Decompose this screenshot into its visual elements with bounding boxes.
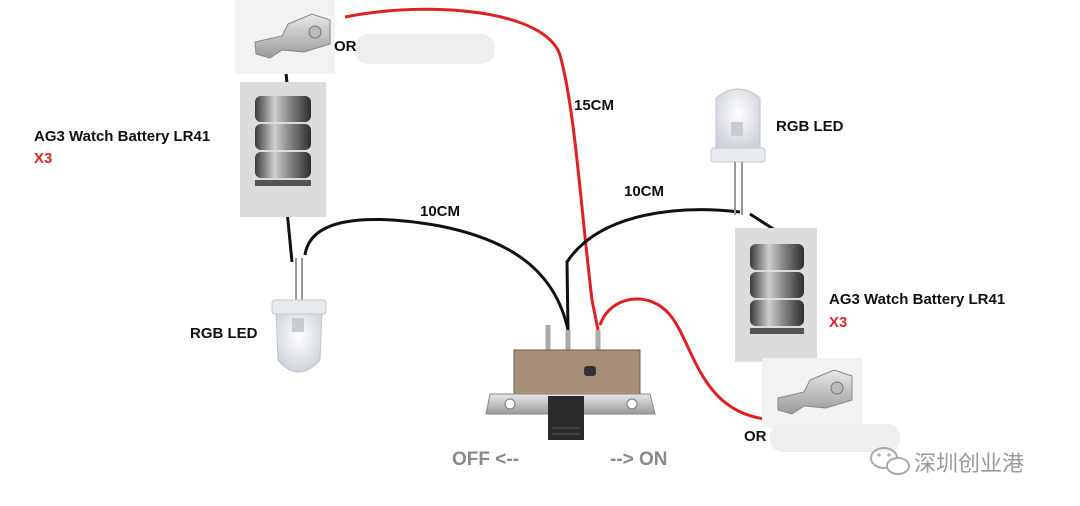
rgb-led-icon xyxy=(710,88,766,215)
wire-right-length: 10CM xyxy=(624,183,665,200)
rgb-led-icon xyxy=(271,258,327,373)
switch-on-label: --> ON xyxy=(610,449,668,470)
slide-switch-icon xyxy=(485,325,656,440)
led-right-label: RGB LED xyxy=(776,118,844,135)
battery-clip-icon xyxy=(762,358,862,428)
wire-red-length: 15CM xyxy=(574,97,615,114)
battery-right-qty: X3 xyxy=(829,314,848,331)
or-label-bottom: OR xyxy=(744,428,767,445)
tab-strip-icon xyxy=(770,424,900,452)
battery-clip-icon xyxy=(235,0,335,74)
black-wire-right xyxy=(565,208,741,331)
battery-stack-icon xyxy=(735,228,817,362)
wechat-icon xyxy=(870,447,910,475)
red-wire-bottom xyxy=(598,297,781,422)
or-label-top: OR xyxy=(334,38,357,55)
switch-off-label: OFF <-- xyxy=(452,449,520,470)
led-left-label: RGB LED xyxy=(190,325,258,342)
red-wire-top xyxy=(344,7,600,331)
wire-left-length: 10CM xyxy=(420,203,461,220)
tab-strip-icon xyxy=(355,34,495,64)
battery-left-qty: X3 xyxy=(34,150,53,167)
battery-right-label: AG3 Watch Battery LR41 xyxy=(829,291,1006,308)
black-wire-left xyxy=(303,217,570,331)
battery-stack-icon xyxy=(240,82,326,217)
battery-left-label: AG3 Watch Battery LR41 xyxy=(34,128,211,145)
watermark-text: 深圳创业港 xyxy=(914,451,1025,476)
